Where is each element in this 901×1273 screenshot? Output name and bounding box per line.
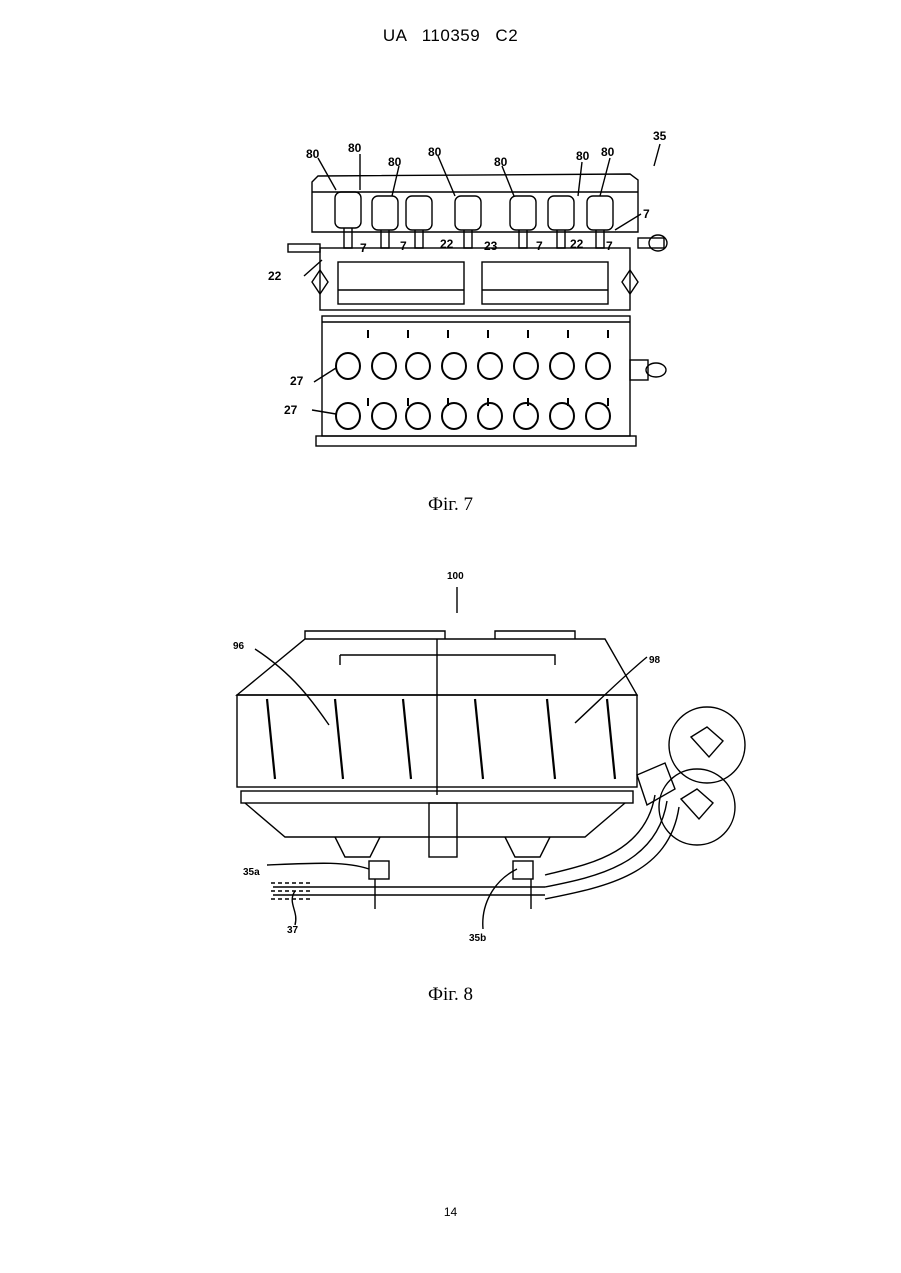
label-7: 7 [400, 239, 407, 253]
page-number: 14 [0, 1205, 901, 1219]
label-96: 96 [233, 641, 245, 652]
label-7: 7 [360, 241, 367, 255]
label-27: 27 [284, 403, 298, 417]
label-22: 22 [570, 237, 584, 251]
label-22: 22 [268, 269, 282, 283]
label-100: 100 [447, 571, 464, 582]
figure-8-drawing: 100 96 98 35a 37 35b [225, 565, 755, 950]
label-35: 35 [653, 129, 667, 143]
figure-7-drawing: 35 80 80 80 80 80 80 80 7 7 7 7 7 22 22 … [260, 120, 680, 470]
document-id-header: UA 110359 C2 [0, 26, 901, 46]
label-23: 23 [484, 239, 498, 253]
label-27: 27 [290, 374, 304, 388]
label-80: 80 [576, 149, 590, 163]
figure-8-caption: Фіг. 8 [0, 984, 901, 1006]
label-80: 80 [428, 145, 442, 159]
label-7: 7 [643, 207, 650, 221]
label-80: 80 [494, 155, 508, 169]
label-80: 80 [306, 147, 320, 161]
label-35b: 35b [469, 933, 486, 944]
label-80: 80 [348, 141, 362, 155]
label-80: 80 [388, 155, 402, 169]
label-35a: 35a [243, 867, 260, 878]
label-7: 7 [606, 239, 613, 253]
label-22: 22 [440, 237, 454, 251]
figure-7-caption: Фіг. 7 [0, 494, 901, 516]
label-37: 37 [287, 925, 299, 936]
label-98: 98 [649, 655, 661, 666]
label-7: 7 [536, 239, 543, 253]
label-80: 80 [601, 145, 615, 159]
